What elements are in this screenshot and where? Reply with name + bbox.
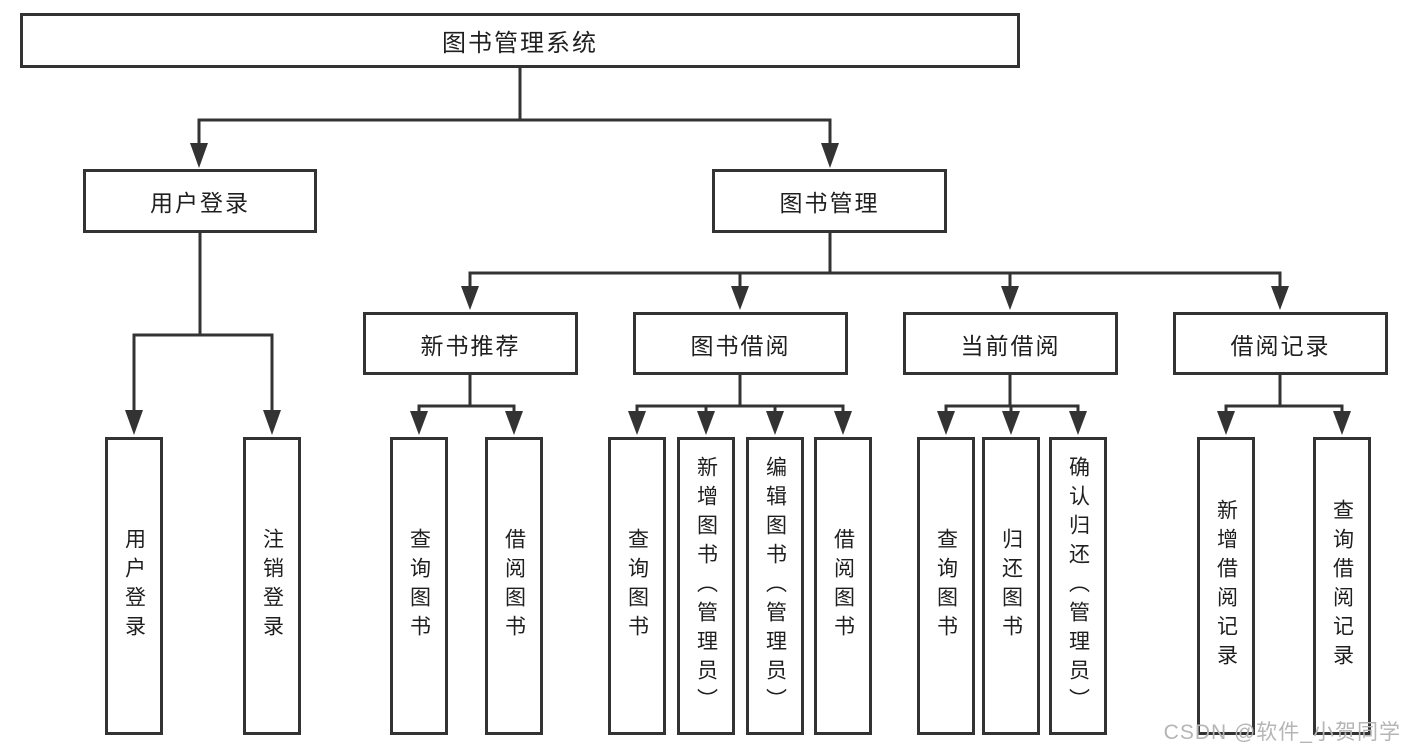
node-leaf-add-borrow-record: 新增借阅记录 bbox=[1197, 437, 1255, 735]
node-root: 图书管理系统 bbox=[20, 13, 1020, 68]
node-leaf-query-borrow-record: 查询借阅记录 bbox=[1313, 437, 1371, 735]
node-leaf-borrow-book-2: 借阅图书 bbox=[814, 437, 872, 735]
node-leaf-logout: 注销登录 bbox=[243, 437, 301, 735]
node-user-login: 用户登录 bbox=[83, 169, 317, 233]
node-leaf-user-login: 用户登录 bbox=[105, 437, 163, 735]
node-leaf-query-book-1: 查询图书 bbox=[390, 437, 448, 735]
node-book-management: 图书管理 bbox=[712, 169, 947, 233]
csdn-watermark: CSDN @软件_小贺同学 bbox=[1163, 721, 1401, 744]
node-leaf-add-book-admin: 新增图书（管理员） bbox=[677, 437, 735, 735]
node-leaf-return-book: 归还图书 bbox=[982, 437, 1040, 735]
node-current-borrow: 当前借阅 bbox=[903, 312, 1118, 375]
node-new-book-recommend: 新书推荐 bbox=[363, 312, 578, 375]
node-leaf-query-book-3: 查询图书 bbox=[917, 437, 975, 735]
node-leaf-query-book-2: 查询图书 bbox=[608, 437, 666, 735]
node-leaf-confirm-return-admin: 确认归还（管理员） bbox=[1049, 437, 1107, 735]
node-borrow-records: 借阅记录 bbox=[1173, 312, 1388, 375]
node-book-borrow: 图书借阅 bbox=[633, 312, 848, 375]
node-leaf-edit-book-admin: 编辑图书（管理员） bbox=[746, 437, 804, 735]
node-leaf-borrow-book-1: 借阅图书 bbox=[485, 437, 543, 735]
